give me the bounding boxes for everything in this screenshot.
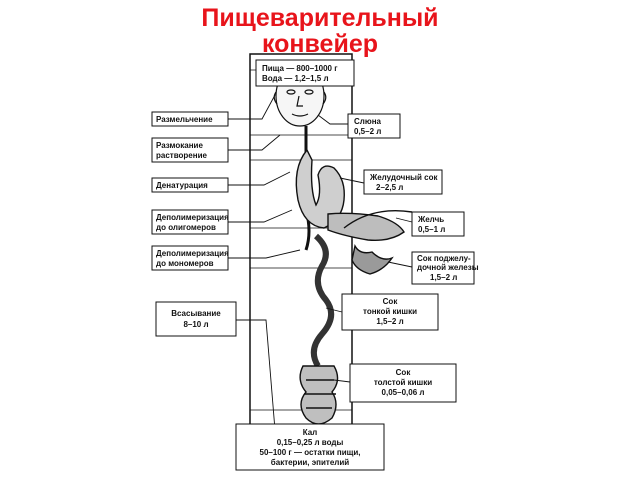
process-box-grinding: Размельчение bbox=[151, 111, 229, 127]
process-box-depoly-oligomers: Деполимеризация до олигомеров bbox=[151, 209, 229, 235]
secretion-text: Желудочный сок bbox=[369, 173, 438, 182]
secretion-text: толстой кишки bbox=[374, 378, 432, 387]
title-line-1: Пищеварительный bbox=[201, 4, 439, 32]
process-box-absorption: Всасывание 8–10 л bbox=[155, 301, 237, 337]
secretion-text: Сок bbox=[396, 368, 412, 377]
process-box-depoly-monomers: Деполимеризация до мономеров bbox=[151, 245, 229, 271]
secretion-box-pancreatic-juice: Сок поджелу- дочной железы 1,5–2 л bbox=[411, 251, 479, 285]
process-text: Деполимеризация bbox=[156, 213, 229, 222]
output-box: Кал 0,15–0,25 л воды 50–100 г — остатки … bbox=[235, 423, 385, 471]
secretion-box-large-intestine: Сок толстой кишки 0,05–0,06 л bbox=[349, 363, 457, 403]
output-text: 50–100 г — остатки пищи, bbox=[260, 448, 361, 457]
process-text: Размельчение bbox=[156, 115, 213, 124]
process-text: Всасывание bbox=[171, 309, 221, 318]
intake-food-text: Пища — 800–1000 г bbox=[262, 64, 338, 73]
secretion-text: дочной железы bbox=[417, 263, 479, 272]
output-text: 0,15–0,25 л воды bbox=[277, 438, 344, 447]
process-text: до олигомеров bbox=[156, 223, 216, 232]
output-text: бактерии, эпителий bbox=[271, 458, 349, 467]
secretion-box-bile: Желчь 0,5–1 л bbox=[411, 211, 465, 237]
secretion-text: Желчь bbox=[417, 215, 444, 224]
process-box-dissolution: Размокание растворение bbox=[151, 137, 229, 163]
secretion-text: 0,5–2 л bbox=[354, 127, 381, 136]
process-text: до мономеров bbox=[156, 259, 214, 268]
right-connectors bbox=[317, 114, 413, 383]
process-box-denaturation: Денатурация bbox=[151, 177, 229, 193]
secretion-text: Слюна bbox=[354, 117, 382, 126]
output-text: Кал bbox=[303, 428, 318, 437]
secretion-text: 0,5–1 л bbox=[418, 225, 445, 234]
process-text: Денатурация bbox=[156, 181, 208, 190]
secretion-text: 2–2,5 л bbox=[376, 183, 403, 192]
secretion-text: 0,05–0,06 л bbox=[382, 388, 425, 397]
secretion-box-saliva: Слюна 0,5–2 л bbox=[347, 113, 401, 139]
digestive-tract bbox=[295, 126, 413, 425]
intake-water-text: Вода — 1,2–1,5 л bbox=[262, 74, 329, 83]
process-text: 8–10 л bbox=[183, 320, 208, 329]
secretion-text: 1,5–2 л bbox=[376, 317, 403, 326]
secretion-box-small-intestine: Сок тонкой кишки 1,5–2 л bbox=[341, 293, 439, 331]
intake-box: Пища — 800–1000 г Вода — 1,2–1,5 л bbox=[255, 59, 355, 87]
secretion-text: Сок bbox=[383, 297, 399, 306]
process-text: растворение bbox=[156, 151, 207, 160]
secretion-text: Сок поджелу- bbox=[417, 254, 471, 263]
secretion-text: тонкой кишки bbox=[363, 307, 417, 316]
secretion-box-gastric-juice: Желудочный сок 2–2,5 л bbox=[363, 169, 443, 195]
secretion-text: 1,5–2 л bbox=[430, 273, 457, 282]
left-connectors bbox=[228, 94, 301, 431]
process-text: Деполимеризация bbox=[156, 249, 229, 258]
process-text: Размокание bbox=[156, 141, 203, 150]
